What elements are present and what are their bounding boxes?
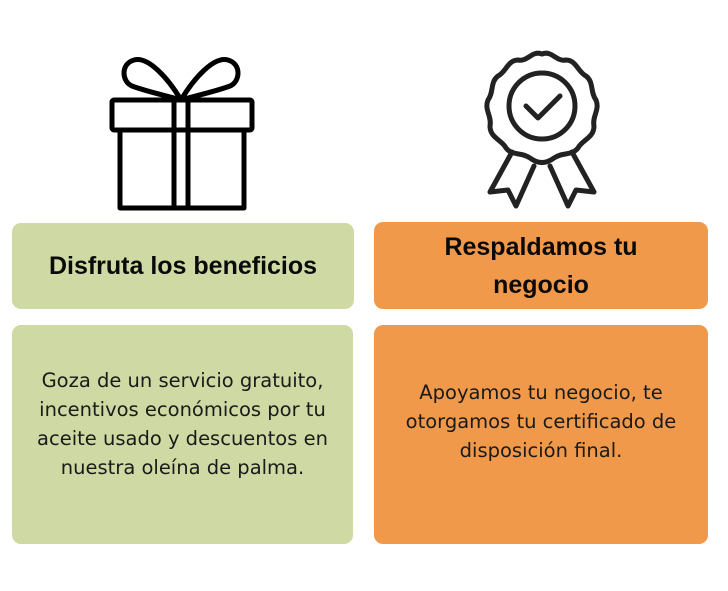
support-title: Respaldamos tu negocio bbox=[444, 232, 638, 299]
support-title-box: Respaldamos tu negocio bbox=[374, 222, 708, 309]
award-badge-check-icon bbox=[482, 46, 602, 212]
support-description-box: Apoyamos tu negocio, te otorgamos tu cer… bbox=[374, 325, 708, 544]
benefits-title: Disfruta los beneficios bbox=[48, 252, 318, 280]
benefits-description: Goza de un servicio gratuito, incentivos… bbox=[37, 368, 328, 479]
benefits-title-box: Disfruta los beneficios bbox=[12, 223, 354, 309]
support-description: Apoyamos tu negocio, te otorgamos tu cer… bbox=[405, 381, 677, 462]
benefits-description-box: Goza de un servicio gratuito, incentivos… bbox=[12, 325, 353, 544]
gift-icon bbox=[108, 48, 256, 212]
